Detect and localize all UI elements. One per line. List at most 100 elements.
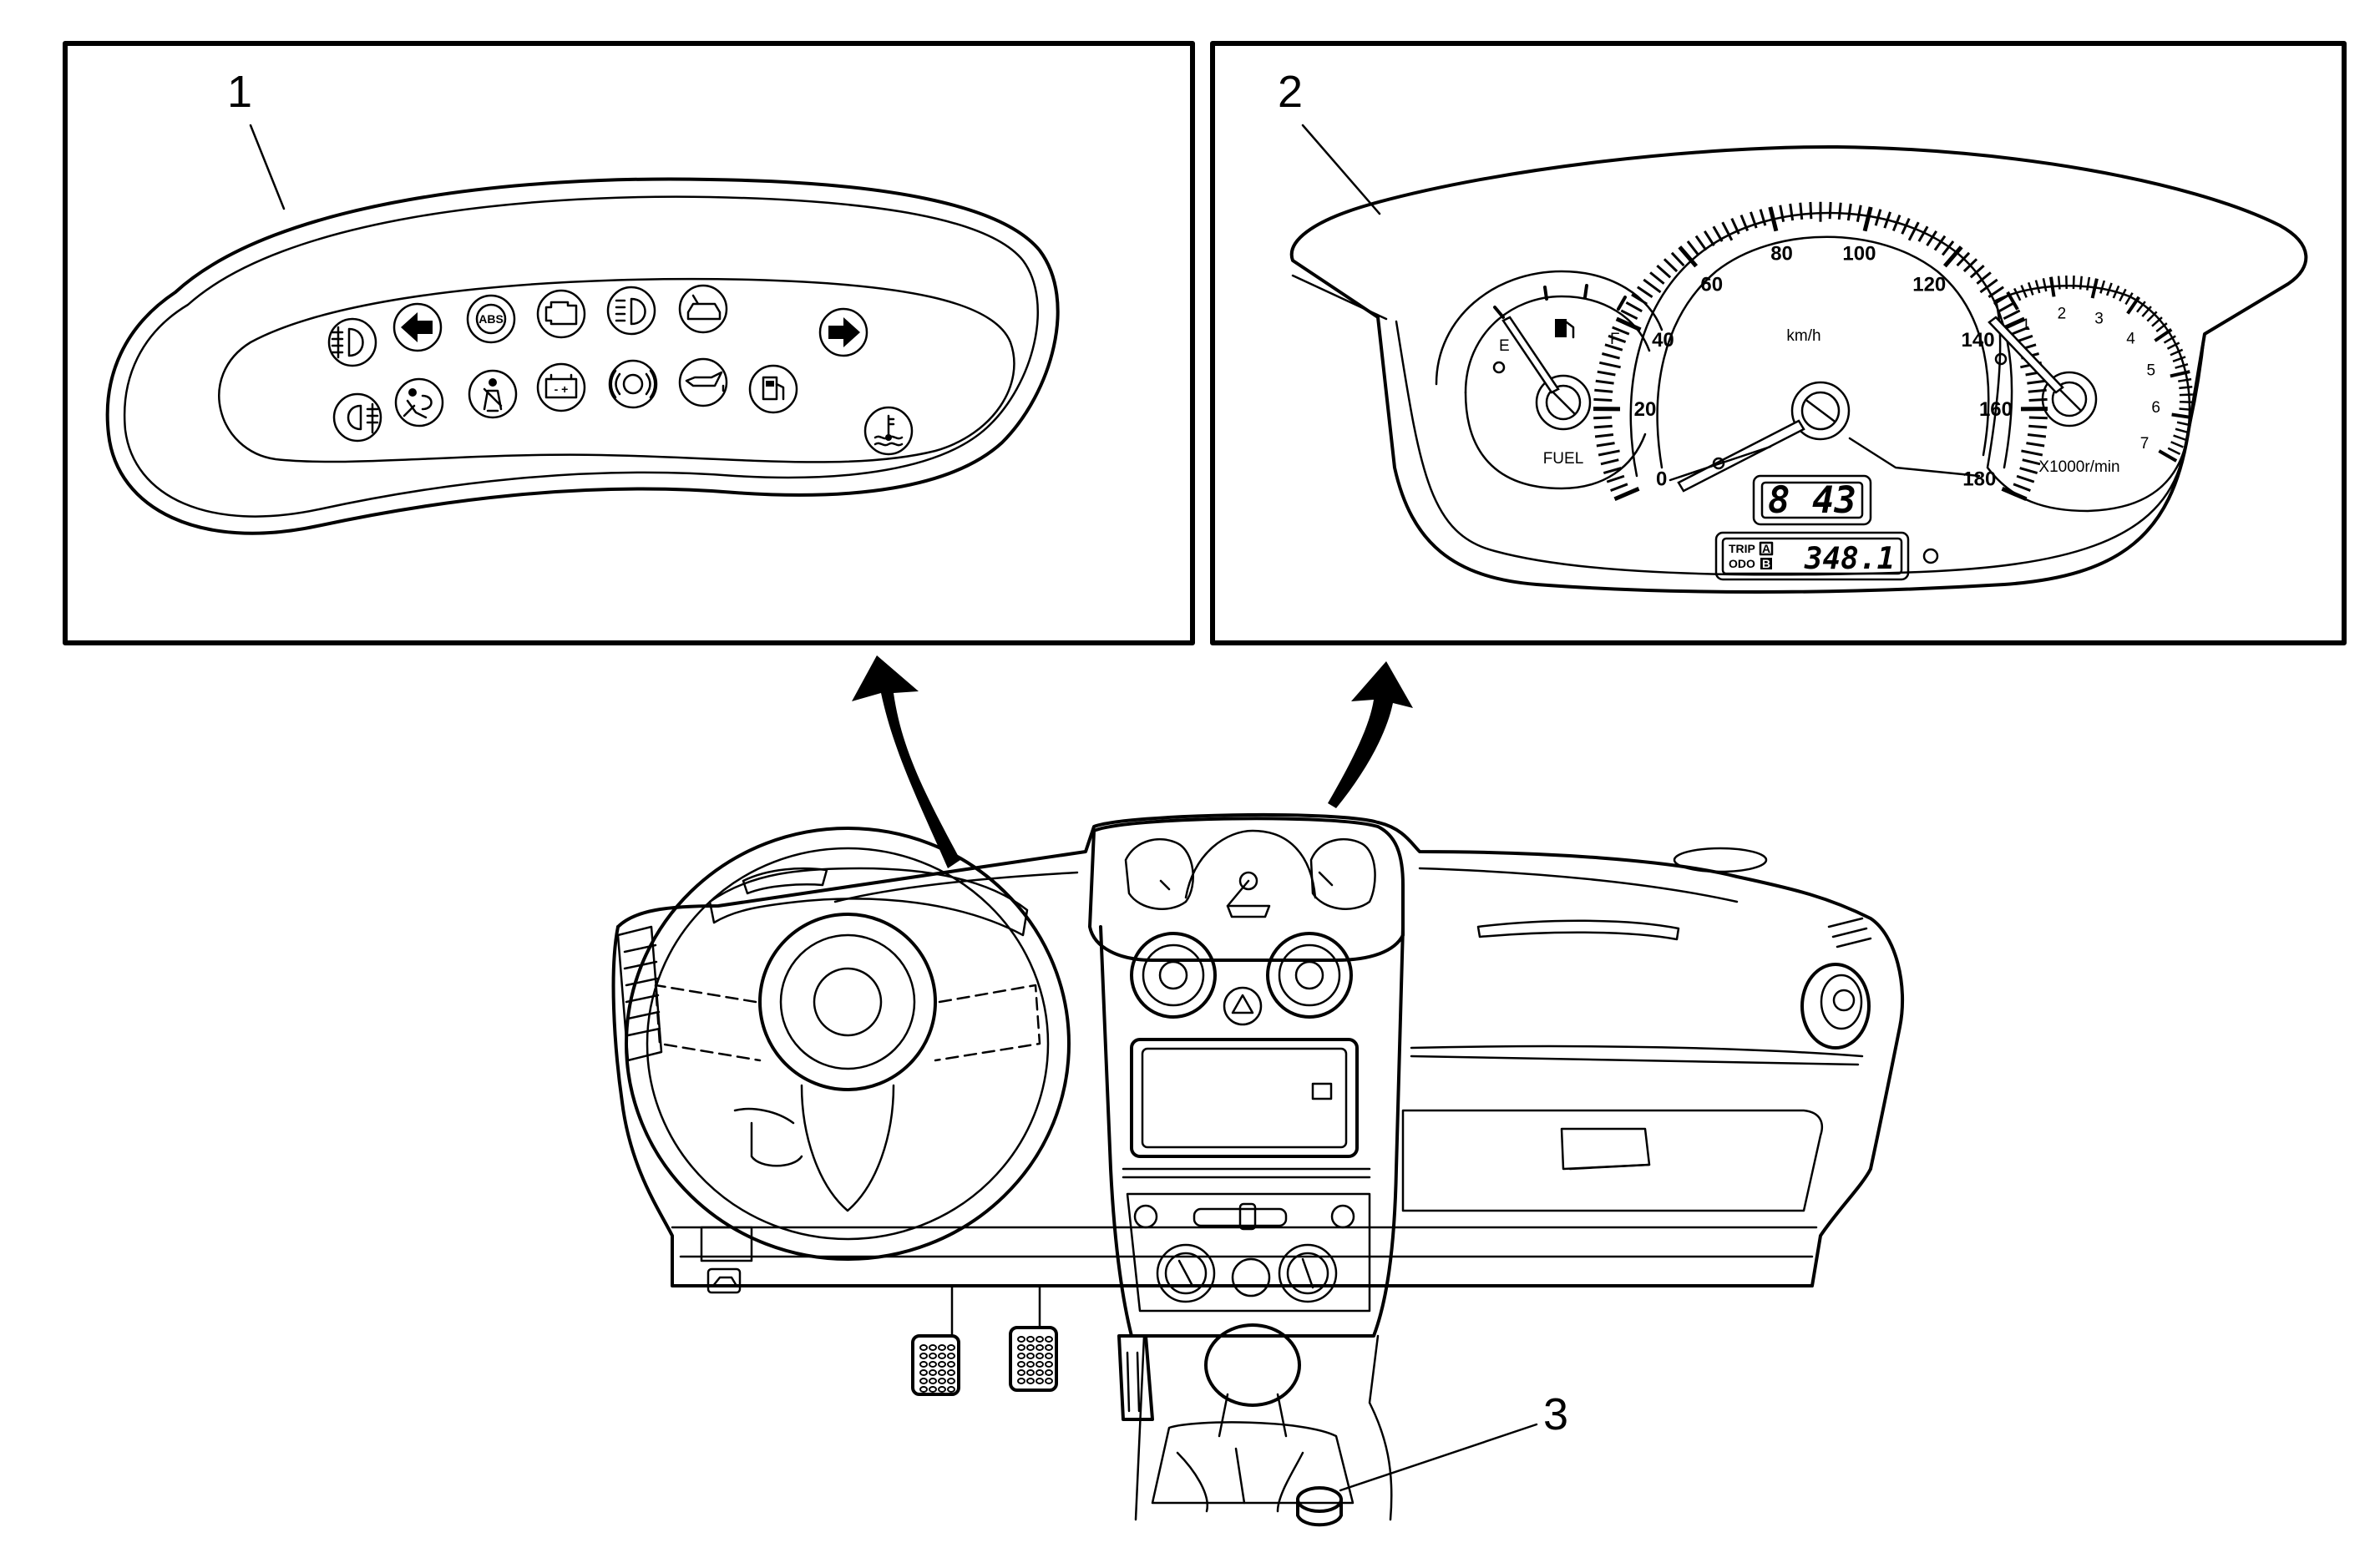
- speed-tick: [2022, 458, 2041, 466]
- pedal-tread: [919, 1361, 928, 1368]
- tach-tick: [2167, 447, 2181, 455]
- gear-shift-lever: [1134, 1323, 1393, 1521]
- pedal-tread: [1026, 1361, 1035, 1368]
- tach-tick: [2173, 434, 2187, 442]
- brake-warning-icon: [608, 359, 658, 409]
- speed-tick: [1759, 209, 1767, 226]
- tach-tick: [2171, 412, 2192, 420]
- tach-tick: [2020, 285, 2028, 298]
- tach-tick: [2178, 377, 2192, 382]
- speed-tick: [1599, 361, 1621, 369]
- callout-2: 2: [1278, 67, 1303, 117]
- speed-tick: [1969, 265, 1985, 279]
- tach-tick-label: 5: [2146, 362, 2155, 379]
- speed-tick: [1837, 202, 1842, 220]
- speed-tick: [1917, 225, 1929, 242]
- dashboard-illustration: 3: [611, 812, 1905, 1527]
- tach-tick-label: 2: [2058, 305, 2067, 322]
- pedal-tread: [1026, 1378, 1035, 1384]
- speed-tick: [1686, 240, 1700, 256]
- warning-cluster-outer: [105, 177, 1060, 535]
- passenger-dash-slot: [1476, 919, 1680, 941]
- glovebox-handle: [1560, 1127, 1651, 1171]
- speed-tick-label: 0: [1656, 468, 1667, 491]
- pedal-tread: [938, 1361, 946, 1368]
- speed-tick: [1799, 202, 1804, 220]
- pedal-tread: [1017, 1378, 1025, 1384]
- speed-tick: [2028, 416, 2048, 420]
- tach-needle: [1988, 316, 2064, 394]
- pedal-tread: [919, 1386, 928, 1393]
- callout-1-leader: [249, 124, 286, 210]
- svg-text:- +: - +: [554, 382, 569, 396]
- speed-tick: [1988, 286, 2004, 298]
- odo-label: ODO: [1729, 557, 1755, 570]
- speed-tick: [1926, 230, 1937, 246]
- pedal-tread: [919, 1369, 928, 1376]
- speed-tick: [1739, 214, 1750, 232]
- pedal-tread: [938, 1369, 946, 1376]
- speed-tick: [1789, 203, 1795, 221]
- speed-tick: [2021, 449, 2043, 457]
- callout-1: 1: [227, 67, 252, 117]
- arrow-to-panel-2: [1328, 661, 1413, 808]
- pedal-tread: [1045, 1369, 1053, 1376]
- speed-tick: [1768, 206, 1779, 232]
- pedal-tread: [1017, 1353, 1025, 1359]
- pedal-tread: [1017, 1369, 1025, 1376]
- pedal-tread: [1026, 1369, 1035, 1376]
- speed-tick: [2003, 309, 2021, 321]
- speed-tick: [1610, 483, 1628, 492]
- speed-tick: [1595, 379, 1614, 385]
- clock-display: 8 43: [1752, 474, 1872, 526]
- pedal-tread: [947, 1378, 955, 1384]
- tach-tick: [2057, 276, 2061, 290]
- fuel-indicator-lamp: [1492, 361, 1506, 374]
- tach-tick: [2119, 288, 2127, 302]
- tach-tick: [2105, 282, 2113, 296]
- pedal-tread: [929, 1369, 937, 1376]
- pedal-tread: [1036, 1344, 1044, 1351]
- hazard-switch-icon: [1223, 986, 1263, 1026]
- speed-tick: [1631, 293, 1648, 306]
- fuel-pump-icon: [1555, 319, 1575, 339]
- speed-tick: [1862, 206, 1873, 232]
- pedal-tread: [1017, 1344, 1025, 1351]
- speed-tick: [1979, 278, 1998, 294]
- turn-right-arrow-icon: [818, 307, 868, 357]
- pedal-tread: [938, 1353, 946, 1359]
- dash-lower-outline: [611, 925, 1872, 1287]
- speed-tick: [1593, 416, 1613, 420]
- svg-text:FUEL: FUEL: [1543, 450, 1584, 468]
- tach-tick: [2086, 276, 2091, 291]
- pedal-tread: [919, 1378, 928, 1384]
- pedal-tread: [947, 1361, 955, 1368]
- tach-tick: [2166, 341, 2180, 350]
- airbag-warning-icon: [394, 377, 444, 427]
- svg-text:ABS: ABS: [479, 312, 504, 326]
- glovebox: [1401, 1109, 1824, 1212]
- speed-tick: [1874, 209, 1882, 226]
- callout-2-leader: [1301, 124, 1381, 215]
- speed-tick: [1603, 467, 1622, 474]
- headlight-high-beam-icon: [606, 286, 656, 336]
- speed-tick: [1809, 201, 1813, 220]
- pedal-tread: [1017, 1336, 1025, 1343]
- speed-tick: [1625, 301, 1643, 313]
- tach-tick-label: 6: [2151, 399, 2160, 417]
- panel-warning-lamps: 1 ABS: [63, 41, 1195, 645]
- tach-tick: [2179, 386, 2193, 390]
- speed-scale-ticks: [1593, 201, 2048, 502]
- clock-value: 8 43: [1768, 479, 1856, 522]
- tach-tick: [2124, 292, 2134, 306]
- tach-tick: [2176, 421, 2190, 427]
- accelerator-pedal: [1117, 1334, 1154, 1421]
- speed-tick: [1670, 251, 1685, 267]
- speed-tick: [1942, 245, 1963, 268]
- pedal-tread: [929, 1361, 937, 1368]
- pedal-tread: [938, 1344, 946, 1351]
